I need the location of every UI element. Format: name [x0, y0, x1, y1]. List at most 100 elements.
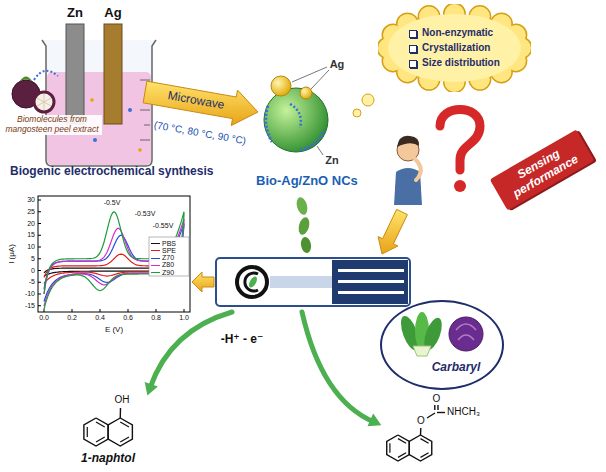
ag-particle: [271, 76, 291, 96]
person-hair: [397, 136, 419, 147]
sample-name: Carbaryl: [432, 360, 481, 374]
tick-mark: [38, 223, 41, 224]
peak-annotation: -0.53V: [134, 210, 157, 218]
double-bond: [398, 439, 406, 444]
beaker-outline: [42, 40, 156, 166]
checkbox-bullet: [409, 60, 417, 68]
contact-line: [338, 291, 404, 294]
benzene-ring: [387, 435, 410, 461]
double-bond: [120, 422, 129, 427]
biomolecule-chain: [290, 104, 301, 128]
bond-line: [437, 412, 445, 413]
y-tick-label: 15: [27, 231, 35, 239]
double-bond: [421, 439, 429, 444]
cloud-item: Non-enzymatic: [409, 25, 500, 40]
microwave-arrow: [143, 81, 258, 125]
benzene-ring: [409, 435, 432, 461]
tick-mark: [38, 247, 41, 248]
y-tick-label: 0: [31, 266, 35, 274]
legend-entry: Z80: [151, 261, 174, 268]
legend-line-sample: [151, 243, 160, 244]
y-tick-label: -15: [25, 302, 35, 310]
benzene-ring: [84, 418, 108, 446]
y-tick-label: 5: [31, 255, 35, 263]
logo-leaf: [247, 275, 258, 288]
tick-mark: [38, 270, 41, 271]
electrode-label: Ag: [104, 6, 121, 21]
legend-entry: PBS: [151, 240, 176, 247]
red-cabbage: [449, 317, 483, 351]
section-title: Bio-Ag/ZnO NCs: [256, 174, 358, 189]
bond-line: [120, 408, 122, 418]
tick-mark: [156, 309, 157, 312]
cloud-item: Crystallization: [409, 40, 500, 55]
mangosteen-half: [34, 92, 54, 112]
cloud-text: Crystallization: [422, 42, 490, 53]
section-title: Biogenic electrochemical synthesis: [10, 165, 213, 179]
condition-label: (70 °C, 80 °C, 90 °C): [153, 119, 247, 146]
biomolecule-dot: [128, 108, 132, 112]
reaction-arrow: [302, 312, 374, 422]
legend-text: SPE: [162, 247, 176, 254]
arrow-head: [368, 413, 382, 426]
contact-line: [338, 280, 404, 283]
checkbox-bullet: [409, 45, 417, 53]
tick-mark: [44, 309, 45, 312]
bond-line: [427, 413, 435, 418]
electrode-logo: [245, 273, 258, 291]
x-tick-label: 1.0: [179, 314, 189, 322]
tick-mark: [128, 309, 129, 312]
checkbox-bullet: [409, 30, 417, 38]
cabbage-vein: [456, 324, 476, 340]
biomolecule-chain: [34, 71, 58, 80]
tick-mark: [38, 282, 41, 283]
person-arm: [415, 159, 421, 180]
y-tick-label: 20: [27, 219, 35, 227]
flow-arrow: [378, 209, 407, 254]
reaction-label: -H⁺ - e⁻: [221, 333, 264, 347]
sample-ellipse: Carbaryl: [380, 300, 504, 390]
ag-electrode: [104, 24, 122, 124]
atom-label: NHCH₃: [447, 406, 480, 418]
mangosteen-calyx: [20, 77, 32, 82]
bok-choy-stem: [413, 346, 431, 356]
cloud-text: Non-enzymatic: [422, 27, 493, 38]
banner-text: Sensing performance: [499, 137, 586, 203]
tick-mark: [100, 309, 101, 312]
double-bond: [96, 437, 105, 442]
legend-text: PBS: [162, 240, 176, 247]
particle-dot: [138, 148, 142, 152]
peak-annotation: -0.5V: [103, 199, 122, 207]
legend-line-sample: [151, 250, 160, 251]
x-tick-label: 0.0: [39, 314, 49, 322]
cloud-text: Size distribution: [422, 57, 500, 68]
leader-line: [317, 146, 323, 155]
person-body: [394, 168, 422, 205]
legend-text: Z90: [162, 269, 174, 276]
benzene-ring: [108, 418, 132, 446]
tick-mark: [38, 235, 41, 236]
double-bond: [87, 427, 88, 437]
leaf-arrow: [295, 196, 309, 216]
legend-box: [149, 237, 189, 276]
reaction-arrow: [150, 312, 232, 388]
banner-box: Sensing performance: [490, 129, 595, 210]
tick-mark: [72, 309, 73, 312]
thought-bubble: [353, 109, 361, 117]
legend-entry: SPE: [151, 247, 176, 254]
thought-bubble: [362, 94, 374, 106]
part-label: Zn: [325, 154, 338, 167]
leader-line: [292, 67, 329, 89]
tick-mark: [184, 309, 185, 312]
y-tick-label: 30: [27, 196, 35, 204]
electrode-logo: [237, 267, 267, 297]
compound-name: 1-naphtol: [81, 452, 135, 466]
double-bond: [421, 453, 429, 458]
ag-particle: [300, 87, 312, 99]
double-bond: [389, 443, 390, 452]
legend-line-sample: [151, 265, 160, 266]
strip-track: [270, 276, 332, 288]
cloud-body: [388, 14, 521, 82]
bond-line: [437, 405, 438, 410]
sensor-strip: [216, 258, 410, 306]
